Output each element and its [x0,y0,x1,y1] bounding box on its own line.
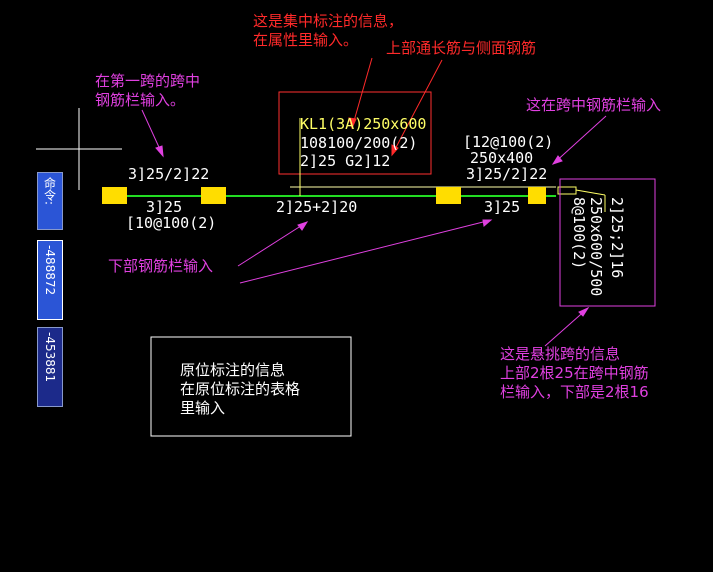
midspan-note: 这在跨中钢筋栏输入 [526,96,662,114]
span3-bottom-label: 3]25 [484,198,521,216]
top-through-note: 上部通长筋与侧面钢筋 [386,39,537,57]
coord-y-label: -453881 [43,332,57,383]
in-situ-note-line3: 里输入 [180,399,226,417]
support-3 [436,187,461,204]
support-1 [102,187,127,204]
concentrated-note: 这是集中标注的信息， 在属性里输入。 [253,12,403,50]
concentrated-box [278,91,432,175]
span3-size-label: 250x400 [470,149,534,167]
in-situ-box [150,336,352,437]
span1-top-label: 3]25/2]22 [128,165,210,183]
cantilever-note-line2: 上部2根25在跨中钢筋 [500,364,649,382]
cant-size-label: 250x600/500 [587,197,605,297]
cant-top-label: 2]25;2]16 [608,197,626,279]
first-span-note-line1: 在第一跨的跨中 [95,72,201,90]
span2-bottom-label: 2]25+2]20 [276,198,358,216]
first-span-note-line2: 钢筋栏输入。 [95,91,186,109]
command-tab[interactable]: 命令: [37,172,63,230]
in-situ-note: 原位标注的信息 在原位标注的表格 里输入 [180,361,300,418]
beam-name-label: KL1(3A)250x600 [300,115,427,133]
bottom-bar-note: 下部钢筋栏输入 [108,257,214,275]
concentrated-note-line1: 这是集中标注的信息， [253,12,404,30]
cantilever-end [557,186,606,212]
span3-top-label: 3]25/2]22 [466,165,548,183]
support-2 [201,187,226,204]
first-span-note: 在第一跨的跨中 钢筋栏输入。 [95,72,200,110]
command-tab-label: 命令: [42,177,57,206]
in-situ-note-line1: 原位标注的信息 [180,361,286,379]
span1-stirrup-label: [10@100(2) [126,214,217,232]
crosshair-icon [36,108,122,190]
arrow-concentrated [351,57,373,129]
stirrup-main-label: 108100/200(2) [300,134,418,152]
cantilever-box [559,178,656,307]
span1-bottom-label: 3]25 [146,198,183,216]
cantilever-note-line3: 栏输入，下部是2根16 [500,383,649,401]
cant-stirrup-label: 8@100(2) [570,197,588,270]
arrow-top-through [391,59,443,156]
concentrated-note-line2: 在属性里输入。 [253,31,359,49]
arrow-bottom-1 [237,221,308,267]
in-situ-note-line2: 在原位标注的表格 [180,380,301,398]
cantilever-note-line1: 这是悬挑跨的信息 [500,345,621,363]
coord-y-tab[interactable]: -453881 [37,327,63,407]
top-bars-label: 2]25 G2]12 [300,152,391,170]
coord-x-label: -488872 [43,245,57,296]
cantilever-note: 这是悬挑跨的信息 上部2根25在跨中钢筋 栏输入，下部是2根16 [500,345,649,402]
coord-x-tab[interactable]: -488872 [37,240,63,320]
arrow-bottom-2 [239,219,492,284]
span3-stirrup-label: [12@100(2) [463,133,554,151]
arrow-midspan [552,115,607,165]
support-4 [528,187,546,204]
